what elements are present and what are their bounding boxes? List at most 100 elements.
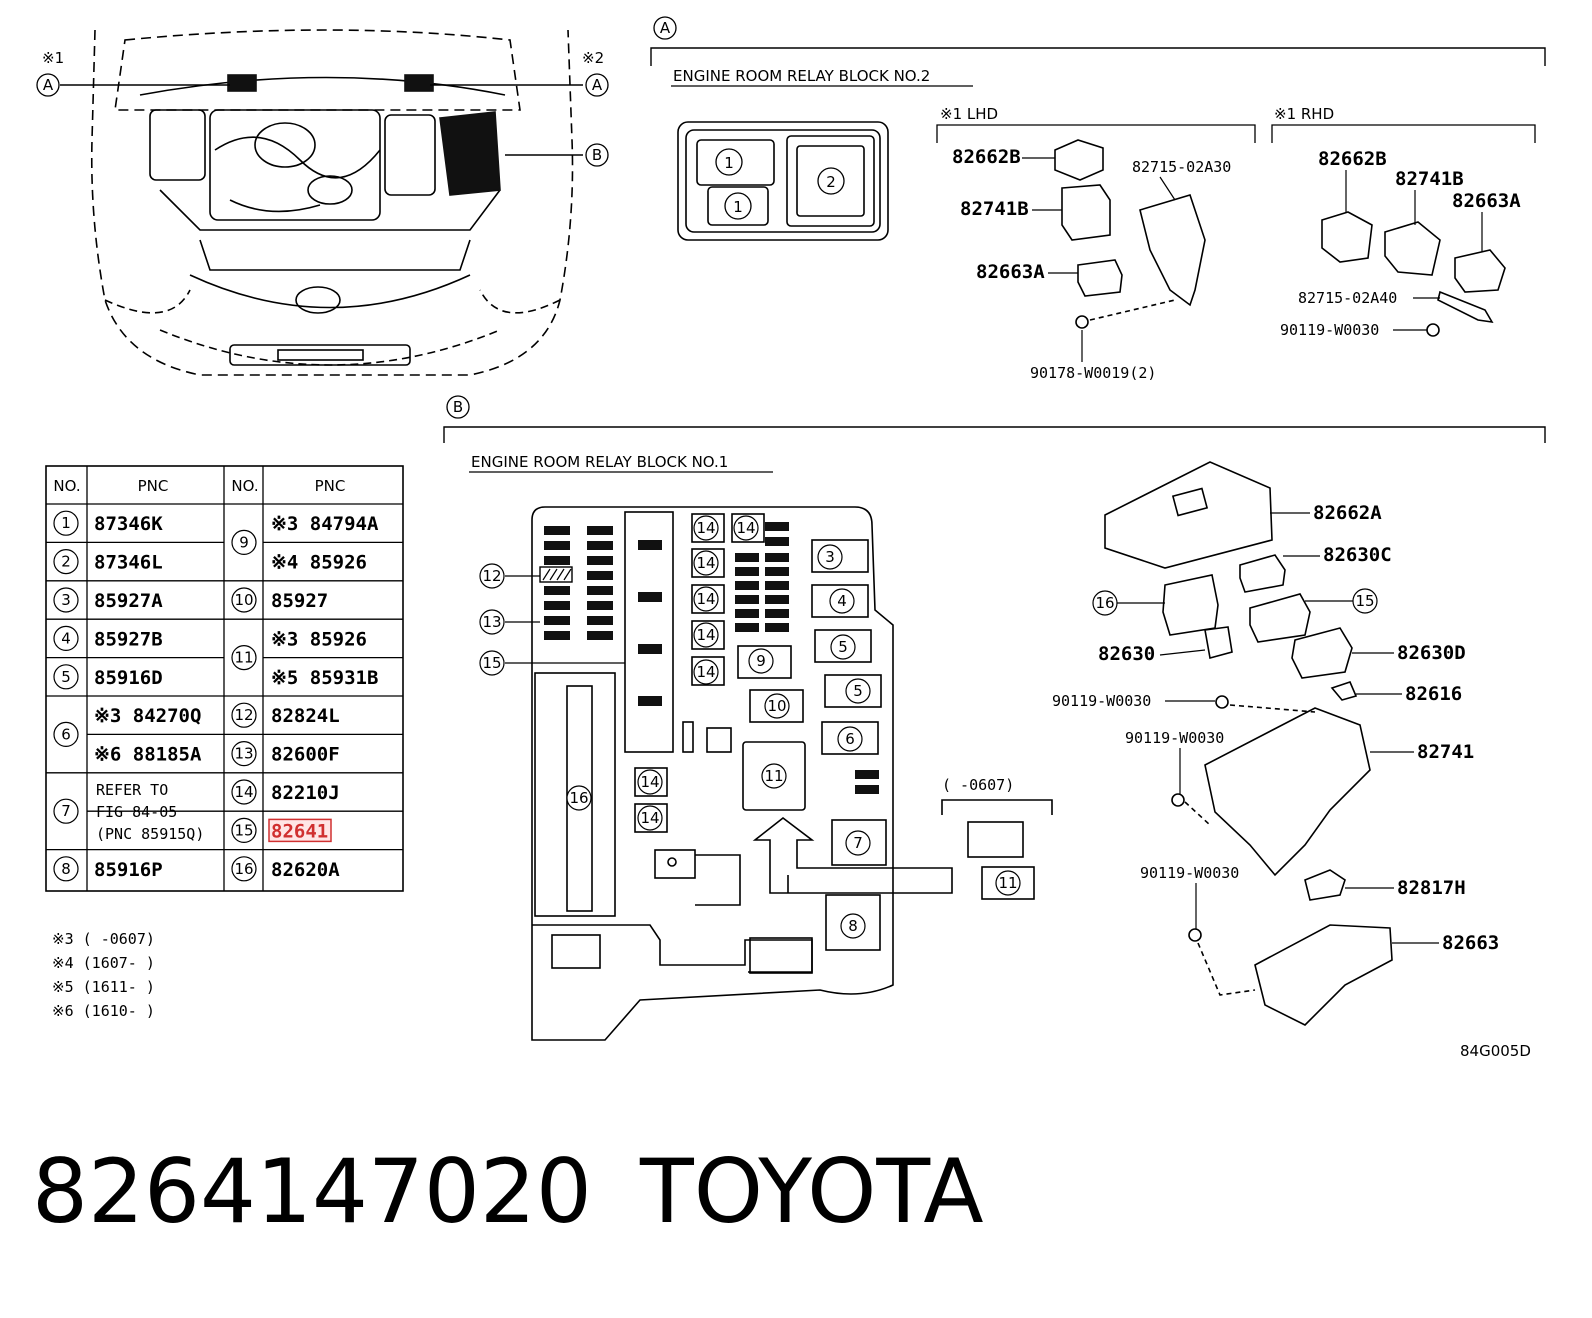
rhd-parts-drawing	[1321, 211, 1506, 337]
table-header-no-left: NO.	[53, 477, 80, 495]
svg-text:7: 7	[853, 834, 863, 852]
callout-12-11: 12	[479, 563, 505, 589]
svg-text:14: 14	[640, 809, 659, 827]
table-no-10: 10	[231, 587, 257, 613]
svg-text:11: 11	[998, 874, 1017, 892]
table-pnc-10: 85927	[271, 590, 328, 612]
svg-text:14: 14	[736, 519, 755, 537]
table-no-5: 5	[53, 664, 79, 690]
table-no-6: 6	[53, 721, 79, 748]
svg-text:14: 14	[696, 519, 715, 537]
bolt-90119-1: 90119-W0030	[1052, 692, 1151, 710]
footnotes: ※3 ( -0607) ※4 (1607- ) ※5 (1611- ) ※6 (…	[52, 930, 155, 1020]
svg-text:9: 9	[239, 533, 249, 551]
table-pnc-4: 85927B	[94, 628, 163, 650]
part-number-heading: 8264147020	[32, 1140, 592, 1243]
svg-text:16: 16	[234, 860, 253, 878]
table-no-9: 9	[231, 529, 257, 556]
svg-text:1: 1	[724, 154, 734, 172]
svg-text:14: 14	[640, 773, 659, 791]
svg-text:A: A	[660, 19, 671, 37]
table-pnc-13: 82600F	[271, 744, 340, 766]
rhd-part-90119: 90119-W0030	[1280, 321, 1379, 339]
callout-11-9: 11	[761, 763, 787, 789]
svg-text:12: 12	[482, 567, 501, 585]
callout-14-14: 14	[693, 515, 719, 541]
exploded-assembly	[1104, 461, 1393, 1026]
svg-text:15: 15	[1355, 592, 1374, 610]
footnote-3: ※3 ( -0607)	[52, 930, 155, 948]
table-pnc-15: 82641	[271, 820, 328, 842]
svg-text:11: 11	[234, 649, 253, 667]
table-no-8: 8	[53, 856, 79, 882]
svg-text:2: 2	[826, 173, 836, 191]
svg-text:14: 14	[234, 783, 253, 801]
note-mark-2: ※2	[582, 49, 604, 67]
svg-text:4: 4	[837, 592, 847, 610]
figure-code: 84G005D	[1460, 1042, 1531, 1060]
table-header-no-right: NO.	[231, 477, 258, 495]
lhd-parts-drawing	[1054, 139, 1206, 329]
table-no-15: 15	[231, 817, 257, 844]
table-pnc-3: 85927A	[94, 590, 163, 612]
svg-text:6: 6	[61, 725, 71, 743]
callout-15-24: 15	[1352, 588, 1378, 614]
svg-text:11: 11	[764, 767, 783, 785]
callout-6-4: 6	[837, 726, 863, 752]
table-pnc-14: 82210J	[271, 782, 340, 804]
footnote-4: ※4 (1607- )	[52, 954, 155, 972]
section-a-title: ENGINE ROOM RELAY BLOCK NO.2	[673, 67, 930, 85]
lhd-part-82715-02a30: 82715-02A30	[1132, 158, 1231, 176]
table-no-2: 2	[53, 548, 79, 575]
svg-text:14: 14	[696, 554, 715, 572]
callout-5-2: 5	[830, 634, 856, 660]
svg-text:15: 15	[234, 821, 253, 839]
footnote-5: ※5 (1611- )	[52, 978, 155, 996]
callout-9-7: 9	[748, 648, 774, 674]
highlight-box	[268, 818, 332, 843]
footnote-6: ※6 (1610- )	[52, 1002, 155, 1020]
svg-text:3: 3	[825, 548, 835, 566]
table-no-11: 11	[231, 644, 257, 671]
table-pnc-11-a: ※3 85926	[271, 628, 367, 650]
table-no-12: 12	[231, 702, 257, 728]
svg-text:8: 8	[61, 860, 71, 878]
table-pnc-8: 85916P	[94, 859, 163, 881]
svg-text:14: 14	[696, 626, 715, 644]
svg-text:13: 13	[234, 745, 253, 763]
svg-text:1: 1	[733, 198, 743, 216]
callout-a-1b: 1	[724, 192, 752, 220]
lhd-part-82662b: 82662B	[952, 146, 1021, 168]
svg-text:14: 14	[696, 590, 715, 608]
table-no-16: 16	[231, 856, 257, 882]
marker-b-car: B	[585, 143, 609, 167]
svg-text:14: 14	[696, 663, 715, 681]
svg-text:16: 16	[1095, 594, 1114, 612]
lhd-part-82741b: 82741B	[960, 198, 1029, 220]
variant-label: ( -0607)	[942, 776, 1014, 794]
table-pnc-16: 82620A	[271, 859, 340, 881]
svg-text:B: B	[453, 398, 463, 416]
callout-14-15: 14	[733, 515, 759, 541]
table-pnc-5: 85916D	[94, 667, 163, 689]
relay-block-2-overview	[677, 121, 889, 241]
callout-14-19: 14	[693, 659, 719, 685]
table-pnc-7-a: REFER TO	[96, 781, 168, 799]
callout-11-10: 11	[995, 870, 1021, 896]
callout-14-17: 14	[693, 586, 719, 612]
brand-heading: TOYOTA	[639, 1140, 984, 1243]
table-pnc-7-b: FIG 84-05	[96, 803, 177, 821]
callout-14-20: 14	[637, 769, 663, 795]
svg-text:5: 5	[61, 668, 71, 686]
exploded-labels: 82662A 82630C 82630 82630D 82616 82741 8…	[1052, 502, 1499, 954]
section-a-marker: A	[653, 16, 677, 40]
callout-16-23: 16	[1092, 590, 1118, 616]
callout-14-18: 14	[693, 622, 719, 648]
table-pnc-9-b: ※4 85926	[271, 552, 367, 574]
marker-a-left: A	[36, 73, 60, 97]
marker-a-right: A	[585, 73, 609, 97]
callout-8-6: 8	[840, 913, 866, 939]
lhd-part-82663a: 82663A	[976, 261, 1045, 283]
callout-4-1: 4	[829, 588, 855, 614]
fuse-slots	[544, 522, 879, 794]
